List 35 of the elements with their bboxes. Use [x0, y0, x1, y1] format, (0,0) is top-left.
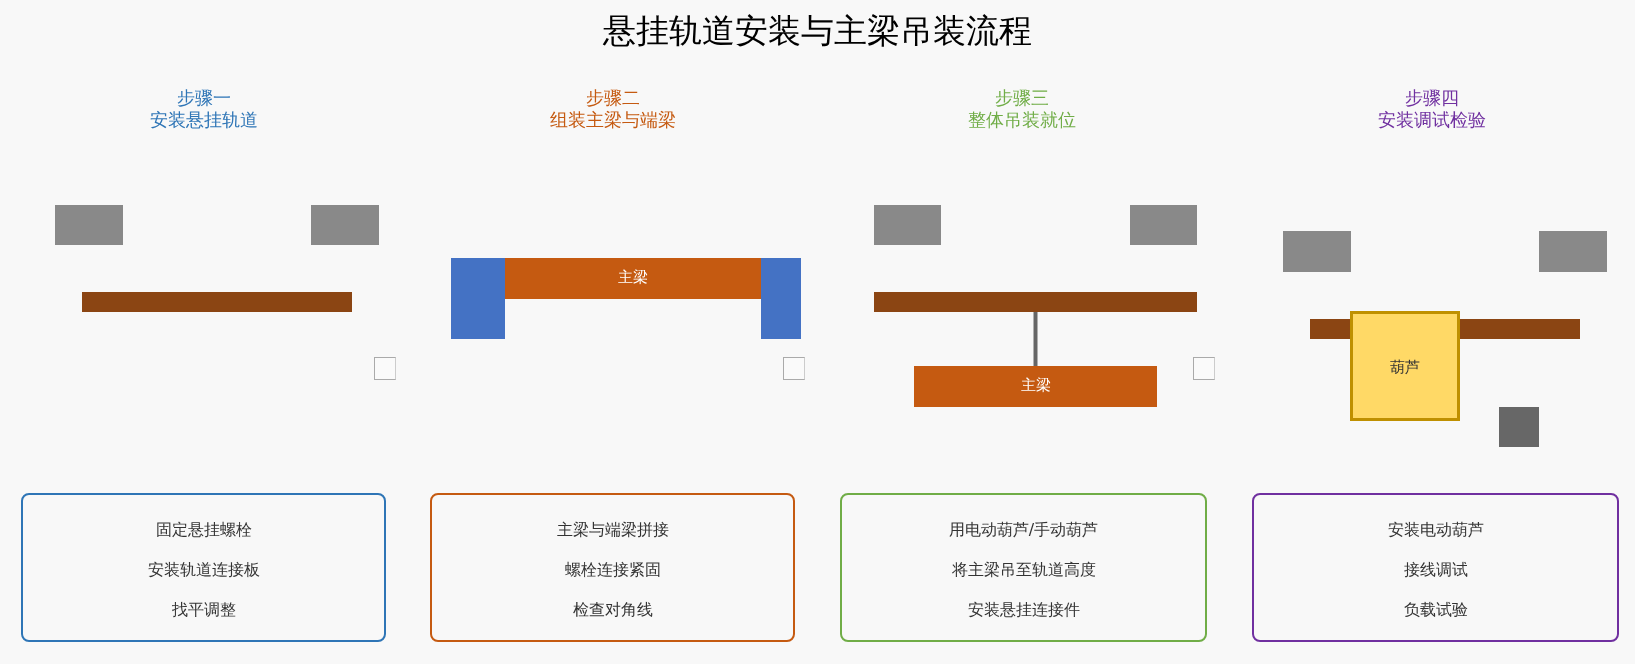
step-title: 整体吊装就位 [968, 109, 1076, 131]
task-text: 检查对角线 [572, 599, 653, 620]
end-beam [451, 258, 505, 339]
step-card [840, 493, 1207, 642]
step-card [1252, 493, 1619, 642]
hoist-label: 葫芦 [1390, 358, 1420, 376]
task-text: 负载试验 [1403, 599, 1468, 620]
hanging-cable [1033, 312, 1038, 366]
end-beam [761, 258, 801, 339]
task-text: 安装电动葫芦 [1387, 519, 1484, 540]
hoist-box [1350, 311, 1460, 421]
track-rail [874, 292, 1197, 312]
task-text: 接线调试 [1403, 559, 1468, 580]
step-number: 步骤四 [1405, 87, 1459, 109]
step-title: 安装悬挂轨道 [150, 109, 258, 131]
step-title: 组装主梁与端梁 [550, 109, 676, 131]
step-card [21, 493, 386, 642]
step-number: 步骤二 [586, 87, 640, 109]
beam-label: 主梁 [1020, 375, 1051, 394]
main-beam [505, 258, 761, 299]
step-title: 安装调试检验 [1378, 109, 1486, 131]
task-text: 固定悬挂螺栓 [155, 519, 252, 540]
beam-label: 主梁 [618, 267, 648, 286]
task-text: 用电动葫芦/手动葫芦 [948, 519, 1099, 540]
task-text: 安装轨道连接板 [147, 559, 260, 580]
task-text: 找平调整 [171, 599, 236, 620]
page-title: 悬挂轨道安装与主梁吊装流程 [602, 11, 1032, 51]
step-number: 步骤三 [995, 87, 1049, 109]
step-card [430, 493, 795, 642]
task-text: 安装悬挂连接件 [967, 599, 1080, 620]
task-text: 将主梁吊至轨道高度 [951, 559, 1096, 580]
task-text: 螺栓连接紧固 [564, 559, 661, 580]
step-number: 步骤一 [177, 87, 231, 109]
main-beam [914, 366, 1157, 407]
task-text: 主梁与端梁拼接 [556, 519, 669, 540]
